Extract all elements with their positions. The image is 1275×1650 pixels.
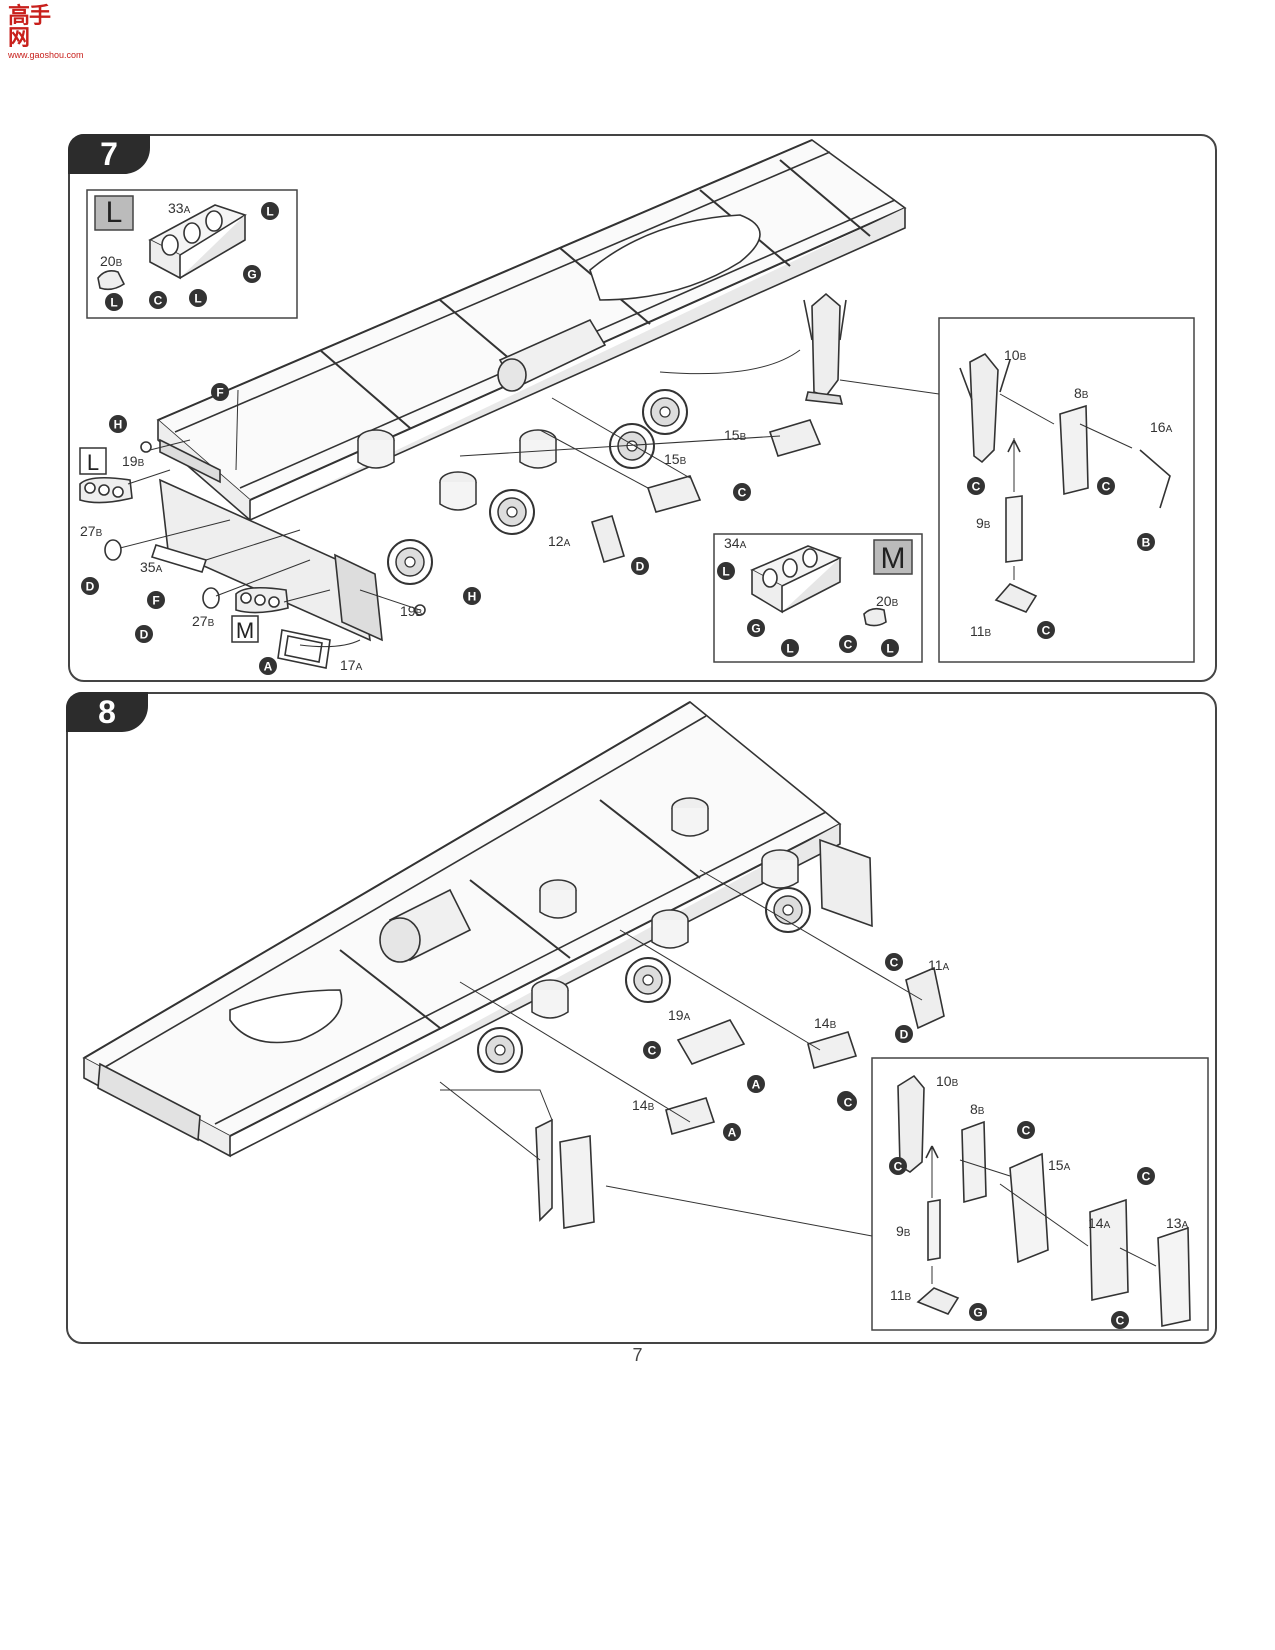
step-7-callout: D (631, 557, 649, 575)
inset-m-callout: L (881, 639, 899, 657)
step-7-part-label: 27B (192, 613, 215, 629)
step-7-callout: C (1037, 621, 1055, 639)
svg-text:L: L (886, 642, 893, 656)
svg-text:C: C (1042, 624, 1051, 638)
svg-text:C: C (648, 1044, 657, 1058)
step-8-drawing (82, 701, 1209, 1331)
watermark-url: www.gaoshou.com (8, 50, 84, 60)
page-number: 7 (632, 1345, 643, 1365)
step-7-drawing (79, 139, 1195, 669)
step-7-part-label: 35A (140, 559, 163, 575)
svg-text:C: C (1022, 1124, 1031, 1138)
step-7-callout: D (135, 625, 153, 643)
svg-text:C: C (972, 480, 981, 494)
step-7-callout: C (1097, 477, 1115, 495)
inset-l-callout: C (149, 291, 167, 309)
inset-l-callout: L (189, 289, 207, 307)
svg-text:C: C (1142, 1170, 1151, 1184)
svg-text:C: C (1102, 480, 1111, 494)
inset-m-callout: C (839, 635, 857, 653)
step-8-callout: G (969, 1303, 987, 1321)
svg-text:A: A (728, 1126, 737, 1140)
svg-text:D: D (900, 1028, 909, 1042)
step-8-callout: A (723, 1123, 741, 1141)
svg-text:G: G (751, 622, 760, 636)
svg-text:L: L (110, 296, 117, 310)
svg-text:L: L (194, 292, 201, 306)
step-8-callout: C (839, 1093, 857, 1111)
inset-l-callout: L (105, 293, 123, 311)
step-8-callout: A (747, 1075, 765, 1093)
svg-text:H: H (468, 590, 477, 604)
inset-l-callout: G (243, 265, 261, 283)
step-8-callout: D (895, 1025, 913, 1043)
step-8-callout: C (1017, 1121, 1035, 1139)
step-7-part-label: 15B (724, 427, 747, 443)
svg-text:L: L (722, 565, 729, 579)
svg-text:A: A (752, 1078, 761, 1092)
step-7-part-label: 15B (664, 451, 687, 467)
step-7-callout: C (967, 477, 985, 495)
inset-m-badge: M (881, 542, 906, 575)
step-7-part-label: 17A (340, 657, 363, 673)
watermark-logo: 高手网 www.gaoshou.com (8, 6, 84, 61)
svg-text:H: H (114, 418, 123, 432)
watermark-text: 高手网 (8, 4, 51, 51)
inset-m-callout: L (717, 562, 735, 580)
step-7-callout: B (1137, 533, 1155, 551)
step-8-callout: C (885, 953, 903, 971)
step-7-l-badge: L (87, 450, 99, 475)
step-7-callout: H (109, 415, 127, 433)
inset-m-callout: G (747, 619, 765, 637)
step-7-part-label: 19B (122, 453, 145, 469)
step-7-part-label: 27B (80, 523, 103, 539)
step-8-part-label: 14B (632, 1097, 655, 1113)
svg-text:C: C (738, 486, 747, 500)
step-7-callout: D (81, 577, 99, 595)
step-8-labels: 11A14B19A14B10B8B15A14A13A9B11BCDCCAACCC… (632, 953, 1189, 1329)
step-8-callout: C (1111, 1311, 1129, 1329)
step-7-callout: F (211, 383, 229, 401)
svg-text:C: C (894, 1160, 903, 1174)
svg-text:B: B (1142, 536, 1151, 550)
step-7-callout: F (147, 591, 165, 609)
svg-text:G: G (247, 268, 256, 282)
svg-text:F: F (152, 594, 159, 608)
svg-text:D: D (636, 560, 645, 574)
inset-l-callout: L (261, 202, 279, 220)
inset-m-callout: L (781, 639, 799, 657)
step-7-part-label: 12A (548, 533, 571, 549)
step-8-part-label: 11A (928, 957, 950, 973)
step-7-m-badge: M (236, 618, 254, 643)
svg-text:C: C (844, 638, 853, 652)
step-8-part-label: 19A (668, 1007, 691, 1023)
inset-l-badge: L (106, 196, 123, 229)
svg-text:L: L (786, 642, 793, 656)
step-7-callout: C (733, 483, 751, 501)
svg-text:D: D (140, 628, 149, 642)
step-8-callout: C (643, 1041, 661, 1059)
svg-text:A: A (264, 660, 273, 674)
step-8-callout: C (1137, 1167, 1155, 1185)
step-7-callout: A (259, 657, 277, 675)
step-8-callout: C (889, 1157, 907, 1175)
svg-text:G: G (973, 1306, 982, 1320)
step-8-number: 8 (66, 692, 148, 732)
step-7-callout: H (463, 587, 481, 605)
step-7-number: 7 (68, 134, 150, 174)
svg-text:C: C (154, 294, 163, 308)
step-8-part-label: 14B (814, 1015, 837, 1031)
svg-text:C: C (1116, 1314, 1125, 1328)
svg-text:D: D (86, 580, 95, 594)
svg-text:C: C (890, 956, 899, 970)
svg-text:F: F (216, 386, 223, 400)
svg-text:C: C (844, 1096, 853, 1110)
svg-text:L: L (266, 205, 273, 219)
